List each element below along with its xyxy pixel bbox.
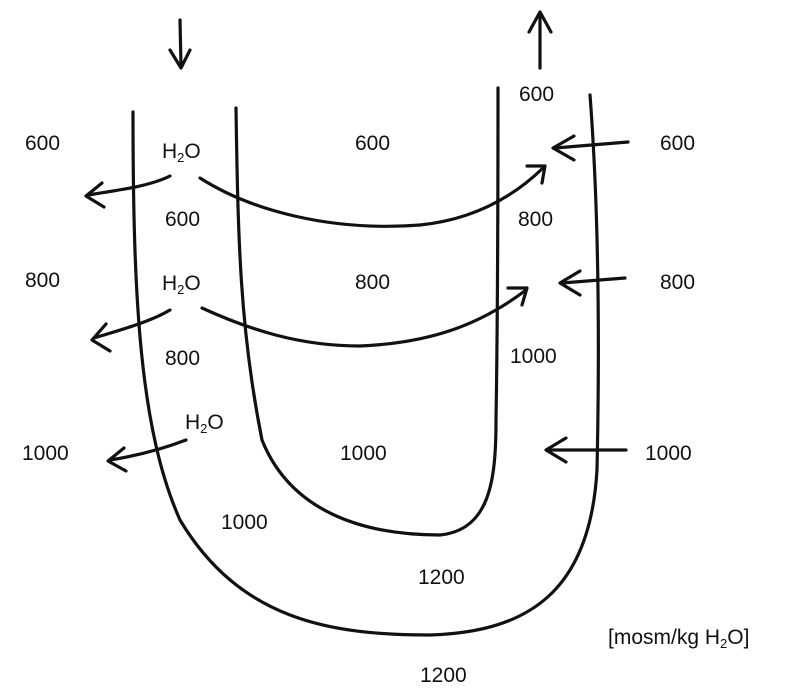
inner-tube-wall — [234, 86, 500, 537]
left-arrow-icon — [84, 174, 172, 209]
water-label: H2O — [162, 272, 201, 297]
down-arrow-icon — [168, 18, 192, 70]
descending-value-label: 600 — [165, 208, 201, 231]
left-arrow-icon — [106, 438, 188, 473]
right-arrow-icon — [551, 134, 630, 162]
units-label: [mosm/kg H2O] — [608, 626, 750, 651]
right-arrow-icon — [558, 269, 627, 297]
left-value-label: 600 — [25, 132, 61, 155]
ascending-value-label: 1000 — [510, 345, 557, 368]
curved-arrow-icon — [200, 286, 529, 348]
left-value-label: 1000 — [22, 442, 69, 465]
right-value-label: 600 — [660, 132, 696, 155]
water-label: H2O — [162, 140, 201, 165]
center-value-label: 800 — [355, 271, 391, 294]
right-arrow-icon — [544, 436, 628, 464]
right-value-label: 800 — [660, 271, 696, 294]
outer-tube-wall — [131, 93, 600, 637]
bend-value-label: 1000 — [221, 511, 268, 534]
center-value-label: 600 — [355, 132, 391, 155]
descending-value-label: 800 — [165, 347, 201, 370]
center-value-label: 1000 — [340, 442, 387, 465]
outer-bottom-value-label: 1200 — [420, 664, 467, 687]
right-value-label: 1000 — [645, 442, 692, 465]
water-label: H2O — [185, 411, 224, 436]
left-arrow-icon — [90, 308, 172, 353]
ascending-value-label: 800 — [518, 208, 554, 231]
inner-bottom-value-label: 1200 — [418, 566, 465, 589]
curved-arrow-icon — [198, 164, 547, 228]
up-arrow-icon — [527, 10, 553, 70]
left-value-label: 800 — [25, 269, 61, 292]
ascending-value-label: 600 — [519, 83, 555, 106]
